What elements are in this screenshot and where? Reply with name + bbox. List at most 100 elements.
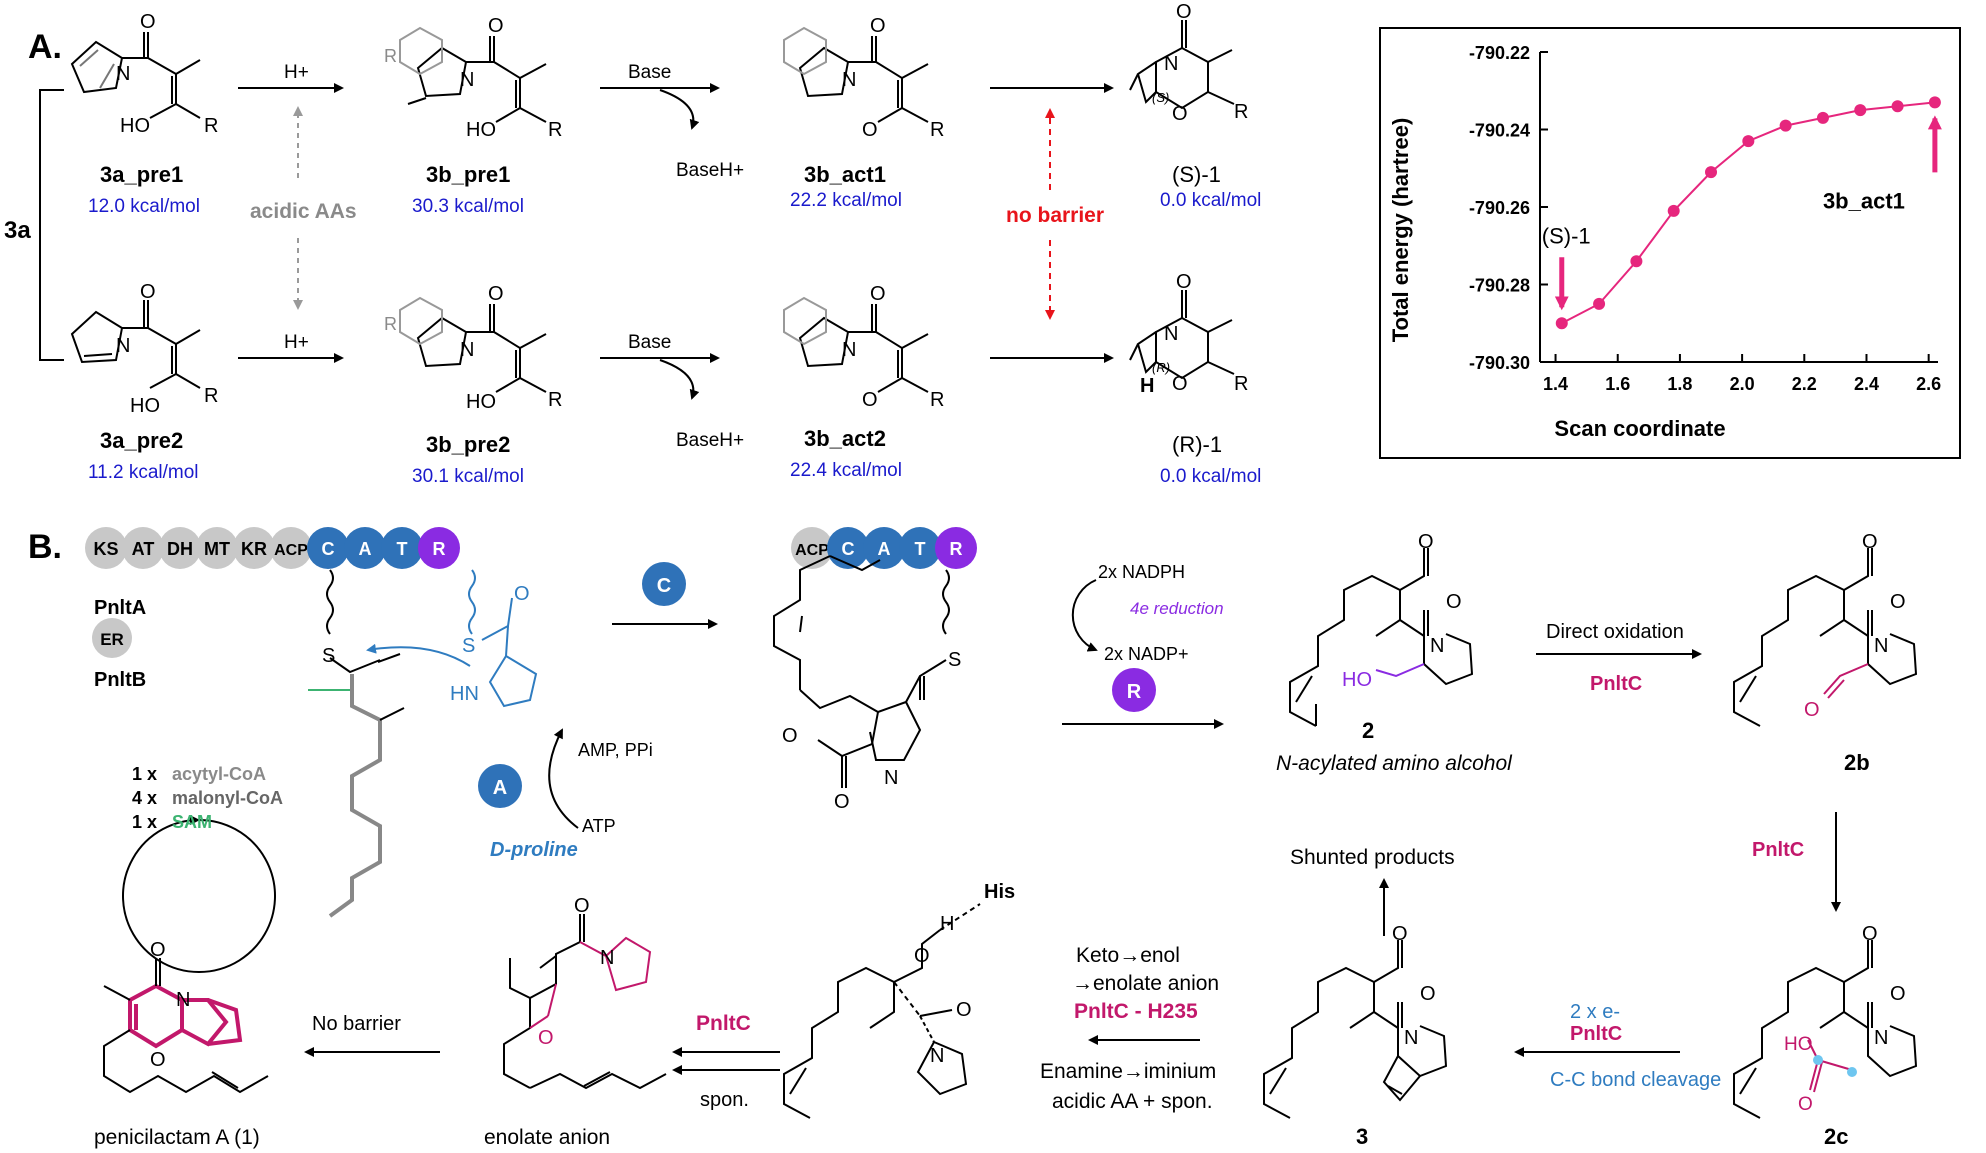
cleavage-atom-1 bbox=[1813, 1055, 1823, 1065]
name-3a-pre1: 3a_pre1 bbox=[100, 162, 183, 187]
structure-3b-act2 bbox=[783, 296, 929, 393]
x-tick-label: 2.6 bbox=[1916, 374, 1941, 394]
x-tick-label: 1.6 bbox=[1605, 374, 1630, 394]
annotation-s1: (S)-1 bbox=[1542, 223, 1591, 248]
data-point bbox=[1816, 111, 1829, 124]
thioester-s: S bbox=[948, 649, 961, 671]
x-tick-label: 2.2 bbox=[1792, 374, 1817, 394]
enol-his-intermediate bbox=[783, 903, 981, 1119]
atom-r: R bbox=[930, 389, 944, 411]
name-3b-act2: 3b_act2 bbox=[804, 426, 886, 451]
atom-n: N bbox=[1874, 635, 1888, 657]
branch-bracket bbox=[39, 89, 64, 361]
atom-o: O bbox=[782, 725, 798, 747]
atom-o: O bbox=[1176, 1, 1192, 23]
penicilactam-label: penicilactam A (1) bbox=[94, 1126, 260, 1149]
base-h-top: BaseH+ bbox=[676, 160, 744, 181]
direct-oxidation-label: Direct oxidation bbox=[1546, 621, 1684, 643]
enamine-label: Enamine→iminium bbox=[1040, 1060, 1216, 1083]
cmp2b-label: 2b bbox=[1844, 750, 1870, 775]
module-c bbox=[307, 527, 349, 569]
compound-2b bbox=[1733, 548, 1918, 727]
module-mt bbox=[196, 527, 238, 569]
atom-o: O bbox=[150, 939, 166, 961]
cc-cleavage-label: C-C bond cleavage bbox=[1550, 1069, 1721, 1091]
structure-3b-act1 bbox=[783, 26, 929, 123]
energy-3b-pre1: 30.3 kcal/mol bbox=[412, 196, 524, 217]
atom-n: N bbox=[1164, 323, 1178, 345]
condensed-intermediate bbox=[773, 555, 950, 788]
structure-r-1 bbox=[1129, 290, 1235, 380]
energy-3b-act2: 22.4 kcal/mol bbox=[790, 460, 902, 481]
atom-r: R bbox=[1234, 101, 1248, 123]
atom-n: N bbox=[116, 63, 130, 85]
atom-ho: HO bbox=[466, 391, 496, 413]
module-a bbox=[863, 527, 905, 569]
module-label-at: AT bbox=[132, 539, 155, 559]
energy-r-1: 0.0 kcal/mol bbox=[1160, 466, 1261, 487]
module-label-dh: DH bbox=[167, 539, 193, 559]
module-acp bbox=[270, 527, 312, 569]
atom-n: N bbox=[600, 947, 614, 969]
data-point bbox=[1742, 135, 1755, 148]
structure-3b-pre2 bbox=[399, 296, 547, 393]
y-tick-label: -790.30 bbox=[1469, 353, 1530, 373]
atom-o: O bbox=[1862, 923, 1878, 945]
atom-n: N bbox=[1404, 1027, 1418, 1049]
atom-o: O bbox=[488, 15, 504, 37]
y-tick-label: -790.24 bbox=[1469, 121, 1530, 141]
name-3b-pre1: 3b_pre1 bbox=[426, 162, 510, 187]
cycle-line2-n: 4 x bbox=[132, 788, 157, 808]
r-step-circle bbox=[1112, 668, 1156, 712]
atom-o: O bbox=[870, 283, 886, 305]
atom-o: O bbox=[1890, 983, 1906, 1005]
module-t bbox=[899, 527, 941, 569]
atp-label: ATP bbox=[582, 816, 616, 836]
atom-n: N bbox=[842, 339, 856, 361]
module-label-t: T bbox=[397, 539, 408, 559]
chart-xlabel: Scan coordinate bbox=[1554, 416, 1725, 441]
name-3a-pre2: 3a_pre2 bbox=[100, 428, 183, 453]
d-proline-thioester bbox=[366, 597, 538, 708]
c-step-label: C bbox=[657, 575, 671, 597]
module-label-a: A bbox=[359, 539, 372, 559]
atom-o-blue: O bbox=[514, 583, 530, 605]
nadp-label: 2x NADP+ bbox=[1104, 644, 1189, 664]
structure-s-1 bbox=[1129, 20, 1235, 110]
atom-r: R bbox=[204, 385, 218, 407]
atom-o: O bbox=[1392, 923, 1408, 945]
atom-o: O bbox=[1176, 271, 1192, 293]
energy-s-1: 0.0 kcal/mol bbox=[1160, 190, 1261, 211]
pks-chain bbox=[308, 569, 476, 918]
atom-o-minus: O bbox=[862, 389, 878, 411]
x-tick-label: 2.4 bbox=[1854, 374, 1879, 394]
module-r bbox=[935, 527, 977, 569]
structure-3b-pre1 bbox=[399, 26, 547, 123]
atom-n: N bbox=[884, 767, 898, 789]
atom-o: O bbox=[834, 791, 850, 813]
structure-3a-pre2 bbox=[70, 300, 201, 389]
atom-o: O bbox=[1418, 531, 1434, 553]
nadph-arrow bbox=[1071, 579, 1098, 652]
atom-ho-acid: HO bbox=[1784, 1034, 1813, 1055]
atom-o: O bbox=[574, 895, 590, 917]
module-label-mt: MT bbox=[204, 539, 230, 559]
base-label-top: Base bbox=[628, 62, 671, 83]
module-label-c: C bbox=[842, 539, 855, 559]
atom-o-minus: O bbox=[862, 119, 878, 141]
amp-label: AMP, PPi bbox=[578, 740, 653, 760]
atom-o: O bbox=[488, 283, 504, 305]
energy-3a-pre1: 12.0 kcal/mol bbox=[88, 196, 200, 217]
pnltc-label-cleave: PnltC bbox=[1570, 1023, 1622, 1045]
atom-o: O bbox=[140, 281, 156, 303]
atom-o: O bbox=[1890, 591, 1906, 613]
no-barrier-label: no barrier bbox=[1006, 204, 1104, 227]
atom-r: R bbox=[930, 119, 944, 141]
name-s-1: (S)-1 bbox=[1172, 162, 1221, 187]
cycle-arrow bbox=[122, 815, 276, 973]
nadph-label: 2x NADPH bbox=[1098, 562, 1185, 582]
pnltc-label-down: PnltC bbox=[1752, 839, 1804, 861]
energy-3a-pre2: 11.2 kcal/mol bbox=[88, 462, 199, 483]
atom-o: O bbox=[914, 945, 930, 967]
